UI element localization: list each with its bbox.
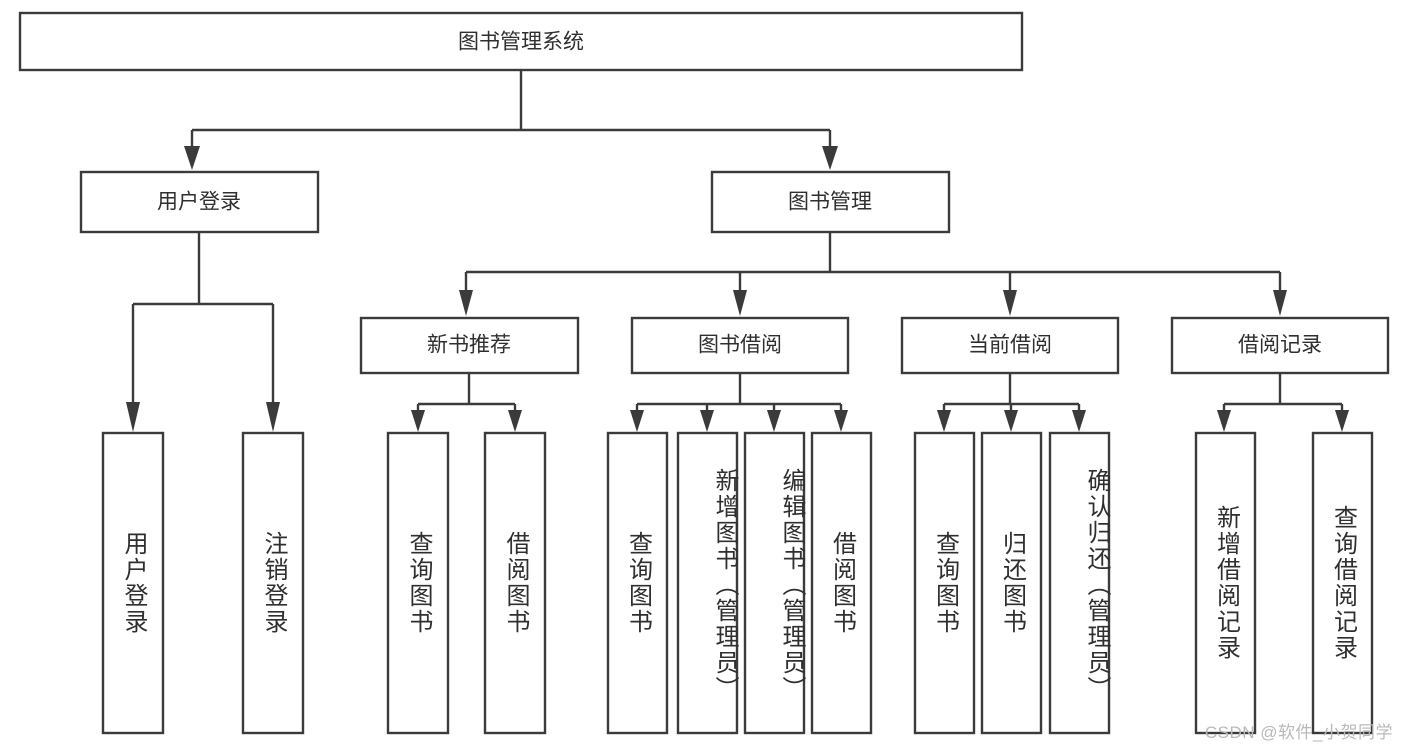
node-root-label: 图书管理系统 xyxy=(458,31,584,54)
connector-group-current-borrow xyxy=(937,373,1086,432)
arrow-head-user-login-leaf-2 xyxy=(266,402,280,432)
leaf-box-user-login-2[interactable] xyxy=(241,431,305,735)
node-new-book-recommend[interactable]: 新书推荐 xyxy=(359,316,580,375)
node-root[interactable]: 图书管理系统 xyxy=(18,11,1024,72)
node-current-borrow-label: 当前借阅 xyxy=(968,334,1052,357)
connector-group-root xyxy=(184,70,838,170)
node-current-borrow[interactable]: 当前借阅 xyxy=(900,316,1120,375)
node-borrow-records-label: 借阅记录 xyxy=(1238,334,1322,357)
node-user-login-box[interactable] xyxy=(79,170,320,234)
connector-group-book-mgmt xyxy=(459,232,1287,316)
arrow-head-current-borrow-leaf-2 xyxy=(1004,410,1018,432)
leaf-box-borrow-records-1[interactable] xyxy=(1194,431,1257,735)
arrow-head-new-book xyxy=(459,290,473,316)
arrow-head-book-borrow-leaf-2 xyxy=(700,410,714,432)
connector-group-user-login xyxy=(126,232,280,432)
arrow-head-book-borrow-leaf-4 xyxy=(834,410,848,432)
leaf-box-book-borrow-3[interactable] xyxy=(743,431,806,735)
leaf-box-book-borrow-1[interactable] xyxy=(606,431,669,735)
leaf-box-new-book-2[interactable] xyxy=(483,431,547,735)
leaf-box-borrow-records-2[interactable] xyxy=(1311,431,1374,735)
arrow-head-new-book-leaf-1 xyxy=(411,410,425,432)
node-book-borrow-box[interactable] xyxy=(630,316,850,375)
node-current-borrow-box[interactable] xyxy=(900,316,1120,375)
node-book-mgmt-box[interactable] xyxy=(710,170,951,234)
node-book-mgmt[interactable]: 图书管理 xyxy=(710,170,951,234)
arrow-head-user-login-leaf-1 xyxy=(126,402,140,432)
node-book-mgmt-label: 图书管理 xyxy=(788,191,872,214)
watermark-text: CSDN @软件_小贺同学 xyxy=(1204,723,1393,742)
node-user-login-label: 用户登录 xyxy=(157,191,241,214)
arrow-head-current-borrow xyxy=(1003,290,1017,316)
leaf-box-book-borrow-4[interactable] xyxy=(810,431,873,735)
arrow-head-book-borrow xyxy=(733,290,747,316)
arrow-head-current-borrow-leaf-3 xyxy=(1072,410,1086,432)
leaf-box-user-login-1[interactable] xyxy=(101,431,165,735)
arrow-head-book-mgmt xyxy=(822,146,838,170)
arrow-head-book-borrow-leaf-3 xyxy=(767,410,781,432)
leaf-box-current-borrow-3[interactable] xyxy=(1048,431,1111,735)
leaf-box-new-book-1[interactable] xyxy=(386,431,450,735)
connector-group-book-borrow xyxy=(630,373,848,432)
connector-group-borrow-records xyxy=(1217,373,1349,432)
node-book-borrow-label: 图书借阅 xyxy=(698,334,782,357)
node-user-login[interactable]: 用户登录 xyxy=(79,170,320,234)
node-borrow-records-box[interactable] xyxy=(1170,316,1390,375)
connector-group-new-book xyxy=(411,373,522,432)
node-new-book-recommend-box[interactable] xyxy=(359,316,580,375)
arrow-head-new-book-leaf-2 xyxy=(508,410,522,432)
arrow-head-user-login xyxy=(184,146,200,170)
arrow-head-borrow-records xyxy=(1273,290,1287,316)
arrow-head-current-borrow-leaf-1 xyxy=(937,410,951,432)
arrow-head-book-borrow-leaf-1 xyxy=(630,410,644,432)
node-borrow-records[interactable]: 借阅记录 xyxy=(1170,316,1390,375)
arrow-head-borrow-records-leaf-2 xyxy=(1335,410,1349,432)
node-new-book-recommend-label: 新书推荐 xyxy=(427,334,511,357)
leaf-box-current-borrow-2[interactable] xyxy=(980,431,1043,735)
arrow-head-borrow-records-leaf-1 xyxy=(1217,410,1231,432)
node-book-borrow[interactable]: 图书借阅 xyxy=(630,316,850,375)
node-root-box[interactable] xyxy=(18,11,1024,72)
leaf-box-book-borrow-2[interactable] xyxy=(676,431,739,735)
leaf-box-current-borrow-1[interactable] xyxy=(913,431,976,735)
